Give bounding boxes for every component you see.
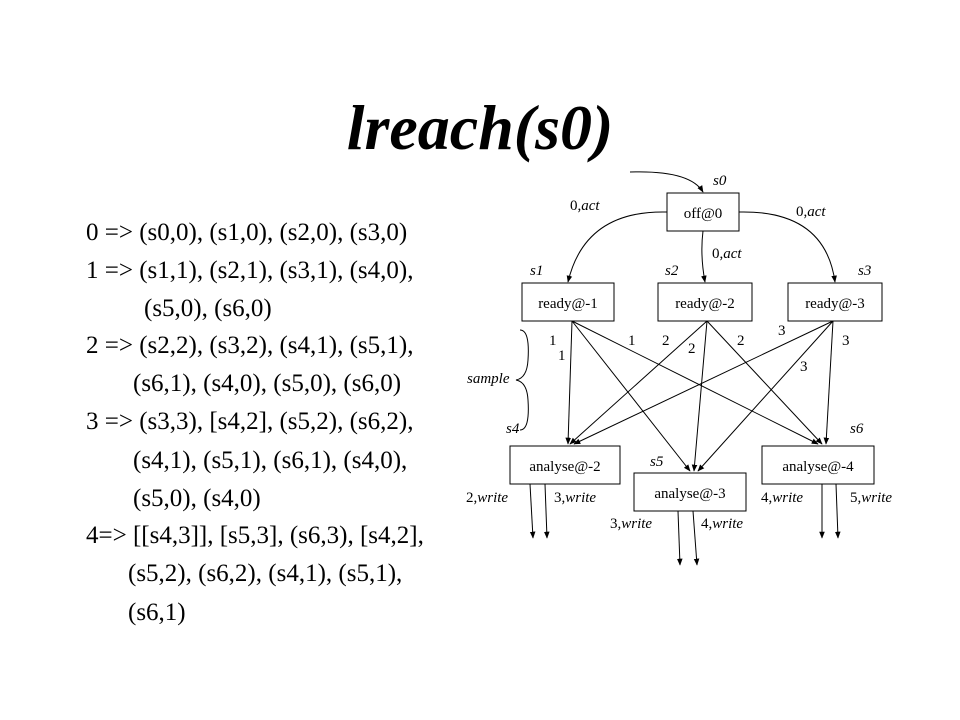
list-line-6: (s4,1), (s5,1), (s6,1), (s4,0), bbox=[133, 447, 408, 474]
write-label: 3,write bbox=[610, 516, 652, 532]
edge-ready1-analyse2 bbox=[565, 320, 573, 445]
weight-label: 2 bbox=[662, 333, 670, 349]
node-ready2: ready@-2 bbox=[657, 282, 753, 322]
edge-ready1-analyse4 bbox=[571, 320, 819, 445]
state-label-s1: s1 bbox=[530, 263, 543, 279]
node-analyse2: analyse@-2 bbox=[509, 445, 621, 485]
weight-label: 3 bbox=[800, 359, 808, 375]
write-edge bbox=[543, 483, 550, 539]
weight-label: 1 bbox=[558, 348, 566, 364]
svg-text:ready@-1: ready@-1 bbox=[538, 296, 598, 312]
weight-label: 1 bbox=[628, 333, 636, 349]
act-label-middle: 0,act bbox=[712, 246, 742, 262]
initial-arrow bbox=[629, 171, 704, 193]
slide-title: lreach(s0) bbox=[346, 92, 614, 163]
act-label-right: 0,act bbox=[796, 204, 826, 220]
write-label: 4,write bbox=[701, 516, 743, 532]
state-label-s5: s5 bbox=[650, 454, 664, 470]
list-line-10: (s6,1) bbox=[128, 599, 186, 626]
edge-ready1-analyse3 bbox=[571, 320, 691, 472]
list-line-0: 0 => (s0,0), (s1,0), (s2,0), (s3,0) bbox=[86, 219, 408, 246]
state-label-s2: s2 bbox=[665, 263, 679, 279]
svg-text:analyse@-4: analyse@-4 bbox=[782, 459, 854, 475]
write-label: 2,write bbox=[466, 490, 508, 506]
list-line-2: (s5,0), (s6,0) bbox=[144, 295, 272, 322]
weight-label: 2 bbox=[737, 333, 745, 349]
node-analyse4: analyse@-4 bbox=[761, 445, 875, 485]
write-label: 4,write bbox=[761, 490, 803, 506]
list-line-4: (s6,1), (s4,0), (s5,0), (s6,0) bbox=[133, 370, 402, 397]
state-label-s0: s0 bbox=[713, 173, 727, 189]
svg-text:ready@-2: ready@-2 bbox=[675, 296, 735, 312]
weight-label: 1 bbox=[549, 333, 557, 349]
node-ready3: ready@-3 bbox=[787, 282, 883, 322]
write-edge bbox=[834, 483, 841, 539]
state-label-s6: s6 bbox=[850, 421, 864, 437]
list-line-8: 4=> [[s4,3]], [s5,3], (s6,3), [s4,2], bbox=[86, 522, 424, 549]
state-label-s4: s4 bbox=[506, 421, 520, 437]
write-label: 3,write bbox=[554, 490, 596, 506]
node-analyse3: analyse@-3 bbox=[633, 472, 747, 512]
svg-text:analyse@-2: analyse@-2 bbox=[529, 459, 600, 475]
write-label: 5,write bbox=[850, 490, 892, 506]
edge-ready3-analyse2 bbox=[573, 320, 834, 445]
edge-off-ready3 bbox=[738, 211, 837, 283]
edge-off-ready1 bbox=[566, 211, 668, 283]
write-edge bbox=[676, 510, 683, 566]
weight-label: 2 bbox=[688, 341, 696, 357]
state-label-s3: s3 bbox=[858, 263, 871, 279]
edge-ready2-analyse2 bbox=[569, 320, 708, 445]
svg-text:analyse@-3: analyse@-3 bbox=[654, 486, 725, 502]
write-edge bbox=[692, 510, 700, 566]
write-edge bbox=[529, 483, 536, 539]
sample-brace bbox=[515, 329, 529, 431]
edge-ready3-analyse4 bbox=[823, 320, 834, 445]
node-ready1: ready@-1 bbox=[521, 282, 615, 322]
weight-label: 3 bbox=[778, 323, 786, 339]
edge-off-ready2 bbox=[701, 230, 707, 283]
edge-ready3-analyse3 bbox=[697, 320, 834, 472]
list-line-5: 3 => (s3,3), [s4,2], (s5,2), (s6,2), bbox=[86, 408, 414, 435]
node-off0: off@0 bbox=[666, 192, 740, 232]
svg-text:ready@-3: ready@-3 bbox=[805, 296, 865, 312]
weight-label: 3 bbox=[842, 333, 850, 349]
edge-ready2-analyse3 bbox=[691, 320, 708, 472]
list-line-9: (s5,2), (s6,2), (s4,1), (s5,1), bbox=[128, 560, 403, 587]
list-line-3: 2 => (s2,2), (s3,2), (s4,1), (s5,1), bbox=[86, 332, 414, 359]
svg-text:off@0: off@0 bbox=[684, 206, 723, 222]
act-label-left: 0,act bbox=[570, 198, 600, 214]
edge-ready2-analyse4 bbox=[706, 320, 823, 445]
sample-label: sample bbox=[467, 371, 510, 387]
list-line-1: 1 => (s1,1), (s2,1), (s3,1), (s4,0), bbox=[86, 257, 414, 284]
list-line-7: (s5,0), (s4,0) bbox=[133, 485, 261, 512]
